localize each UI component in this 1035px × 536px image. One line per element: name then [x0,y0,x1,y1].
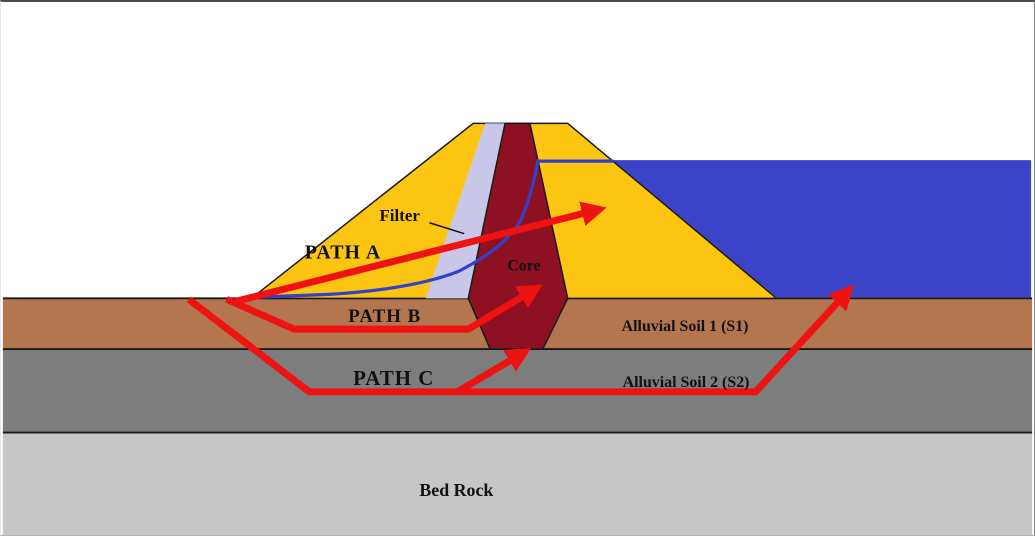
path-c-core-branch-arrow [455,348,532,395]
path-c-label: PATH C [353,366,434,390]
path-b-arrow [225,284,543,333]
phreatic-line [249,159,615,299]
filter-label: Filter [379,206,420,225]
soil1-label: Alluvial Soil 1 (S1) [622,318,749,335]
filter-pointer-line [429,222,465,235]
core-label: Core [507,257,540,274]
path-c-arrow [186,284,855,396]
soil2-label: Alluvial Soil 2 (S2) [623,374,750,391]
path-a-label: PATH A [305,242,381,264]
filter-zone [425,123,506,299]
bedrock-label: Bed Rock [419,480,493,500]
bedrock-layer [2,432,1033,535]
path-a-arrow [234,201,607,305]
water-body [611,160,1032,298]
path-b-label: PATH B [348,306,421,327]
